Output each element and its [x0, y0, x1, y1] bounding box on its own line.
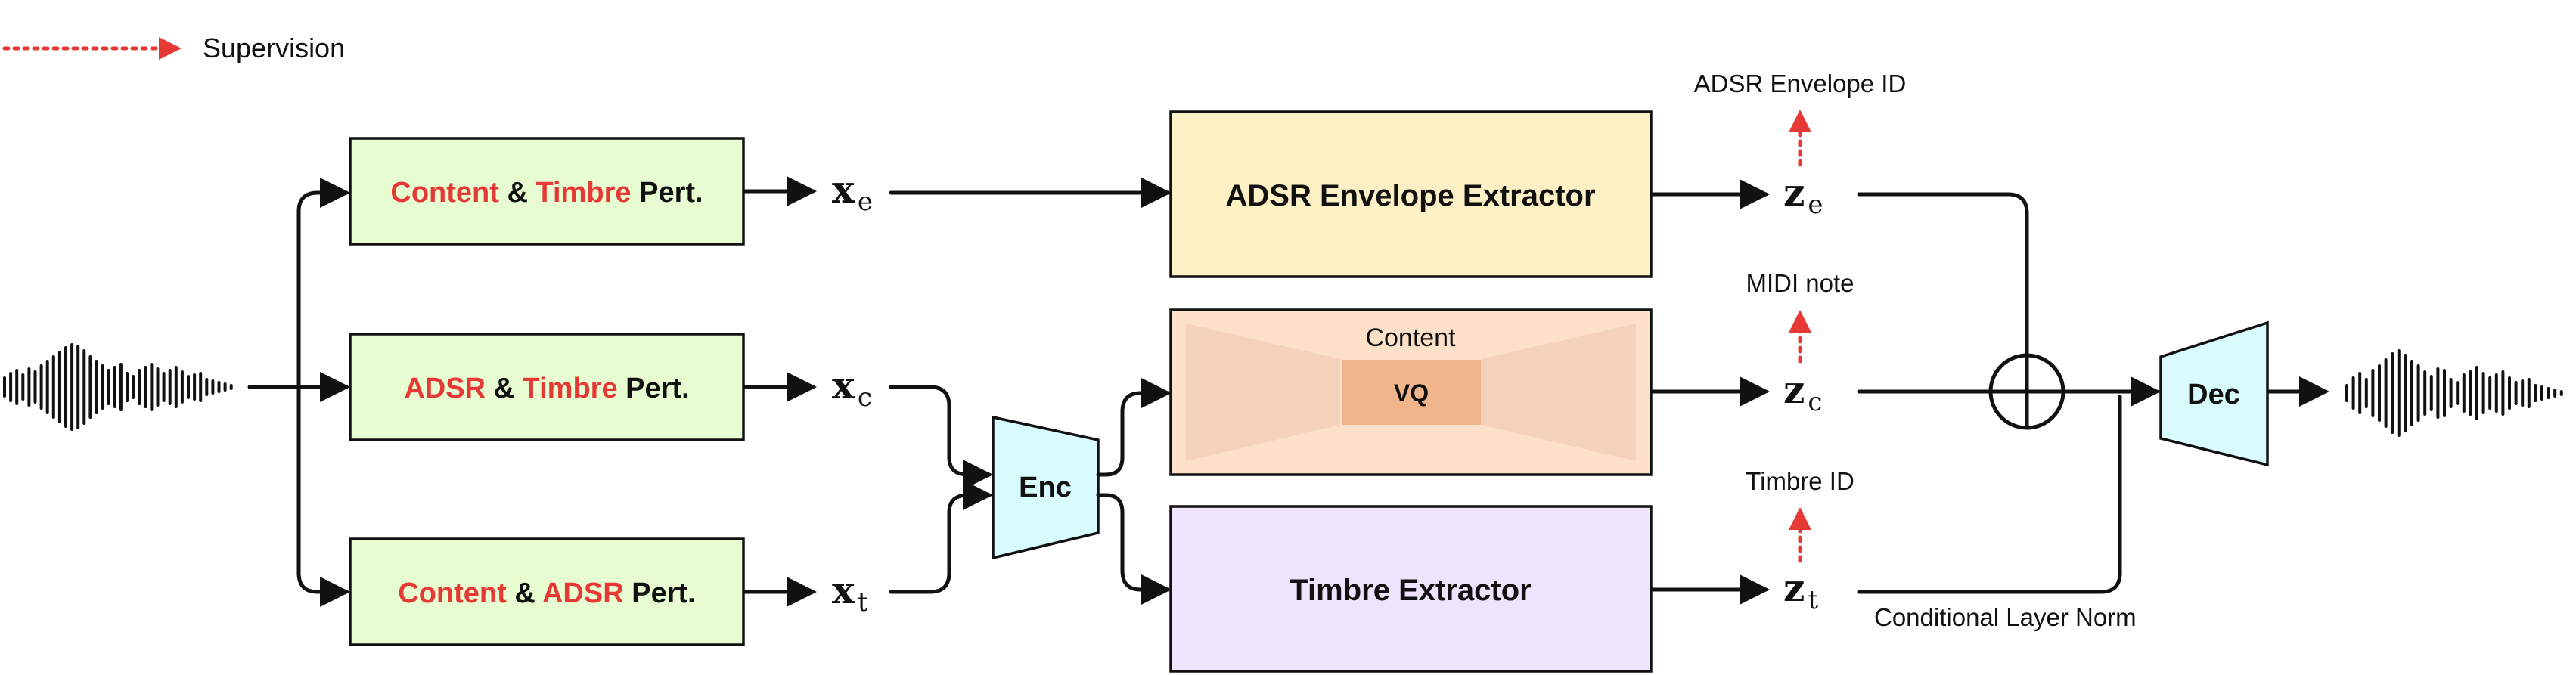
content-bottleneck-left	[1186, 324, 1340, 461]
vq-label: VQ	[1394, 379, 1429, 407]
enc-to-content-arrow	[1096, 378, 1172, 477]
output-waveform-icon	[2345, 349, 2563, 437]
legend: Supervision	[2, 33, 345, 63]
perturbation-bottom-a: Content	[398, 577, 507, 609]
perturbation-top-b: Timbre	[536, 177, 632, 209]
enc-to-timbre-arrow	[1096, 493, 1172, 605]
perturbation-top-rect	[349, 137, 745, 246]
conditional-layer-norm-label: Conditional Layer Norm	[1874, 603, 2137, 631]
perturbation-middle-and: &	[494, 373, 514, 404]
sum-operator-icon	[1988, 353, 2065, 430]
vq-box	[1342, 360, 1481, 425]
input-to-top-arrow	[296, 178, 350, 389]
perturbation-middle-suffix: Pert.	[625, 373, 689, 404]
perturbation-middle-a: ADSR	[404, 373, 486, 404]
perturbation-bottom-box: Content & ADSR Pert.	[349, 537, 745, 646]
content-label: Content	[1365, 324, 1456, 352]
input-to-bottom-arrow	[296, 385, 350, 607]
perturbation-middle-label: ADSR & Timbre Pert.	[404, 373, 689, 404]
perturbation-bottom-b: ADSR	[542, 577, 624, 609]
perturbation-middle-b: Timbre	[523, 373, 618, 404]
xt-to-enc-arrow	[889, 480, 993, 594]
content-module: Content VQ	[1169, 308, 1653, 476]
perturbation-top-a: Content	[390, 177, 499, 209]
adsr-extractor-box	[1169, 110, 1653, 278]
timbre-id-label: Timbre ID	[1746, 467, 1854, 495]
decoder-shape	[2159, 320, 2269, 467]
perturbation-bottom-and: &	[514, 577, 535, 609]
perturbation-bottom-label: Content & ADSR Pert.	[398, 577, 695, 609]
timbre-extractor-label: Timbre Extractor	[1290, 574, 1531, 607]
decoder-label: Dec	[2187, 379, 2240, 410]
content-bottleneck-right	[1481, 324, 1636, 461]
input-waveform-icon	[3, 343, 233, 431]
timbre-extractor-box	[1169, 505, 1653, 673]
encoder-shape	[992, 415, 1100, 560]
legend-supervision-label: Supervision	[203, 33, 345, 63]
midi-note-label: MIDI note	[1746, 269, 1854, 297]
perturbation-top-box: Content & Timbre Pert.	[349, 137, 745, 246]
xc-to-enc-arrow	[889, 385, 993, 490]
ze-to-sum-line	[1857, 192, 2029, 358]
zt-to-dec-line	[1857, 395, 2122, 594]
perturbation-top-and: &	[507, 177, 528, 209]
adsr-extractor-label: ADSR Envelope Extractor	[1225, 179, 1595, 212]
encoder-label: Enc	[1019, 472, 1072, 503]
perturbation-bottom-rect	[349, 537, 745, 646]
perturbation-top-suffix: Pert.	[639, 177, 703, 209]
input-branch	[247, 178, 350, 607]
perturbation-bottom-suffix: Pert.	[632, 577, 695, 609]
perturbation-top-label: Content & Timbre Pert.	[390, 177, 703, 209]
adsr-envelope-id-label: ADSR Envelope ID	[1694, 70, 1907, 98]
perturbation-middle-box: ADSR & Timbre Pert.	[349, 333, 745, 441]
